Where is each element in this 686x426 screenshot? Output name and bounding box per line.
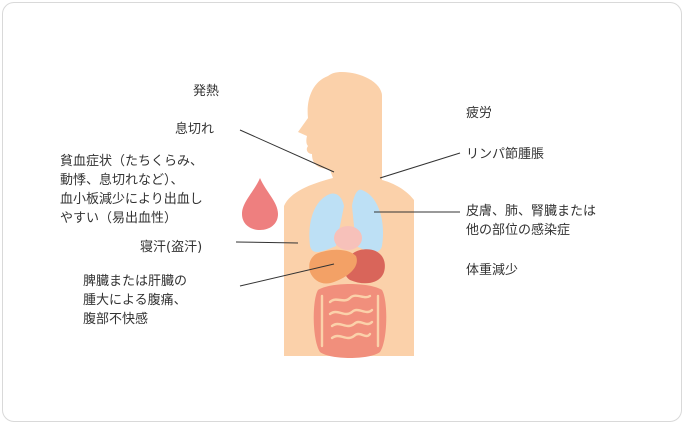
symptom-spleen-liver: 脾臓または肝臓の 腫大による腹痛、 腹部不快感 [83,274,188,327]
symptom-fatigue: 疲労 [466,106,493,121]
leader-lymph [379,152,461,179]
symptom-anemia: 貧血症状（たちくらみ、 動悸、息切れなど）、 血小板減少により出血し やすい（易… [60,154,204,226]
symptom-night-sweats: 寝汗(盗汗) [140,240,203,255]
blood-drop-icon [242,178,278,230]
liver [309,249,357,284]
symptom-weight-loss: 体重減少 [466,263,519,278]
leader-breath [239,129,335,173]
thyroid [334,226,362,250]
leader-lines [235,129,461,287]
leader-spleen [239,263,335,287]
symptom-fever: 発熱 [193,84,220,99]
body-silhouette [284,72,414,356]
large-intestine [313,284,387,358]
small-intestine [320,294,380,348]
symptom-breathlessness: 息切れ [175,122,215,137]
symptom-lymph-nodes: リンパ節腫脹 [466,147,545,162]
leader-sweat [235,241,299,244]
symptom-infection: 皮膚、肺、腎臓または 他の部位の感染症 [466,204,597,238]
